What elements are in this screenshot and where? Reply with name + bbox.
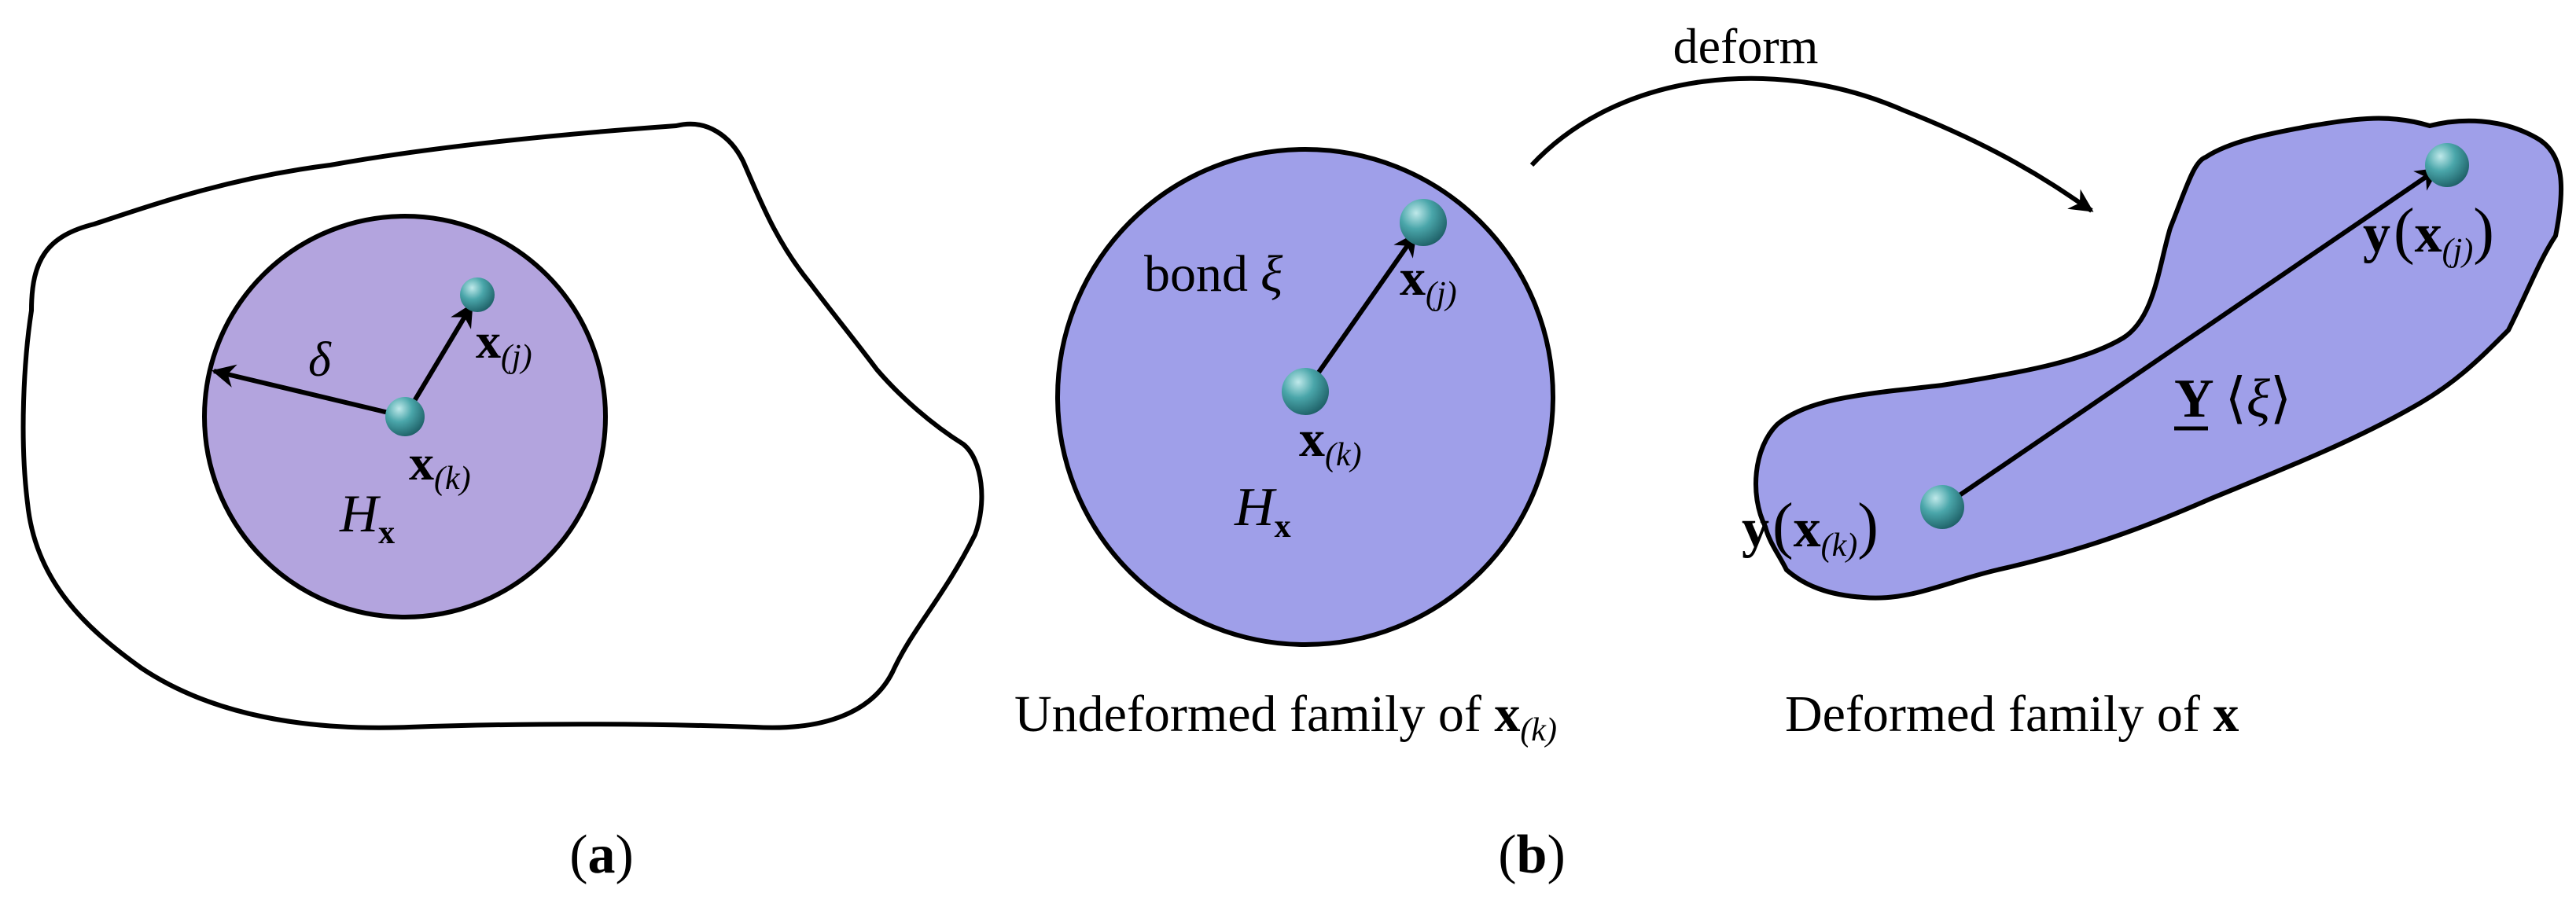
- particle-k-label-a: x(k): [409, 435, 471, 497]
- particle-j-label-b: x(j): [1400, 249, 1457, 312]
- horizon-radius-arrow: [212, 364, 406, 419]
- undeformed-caption: Undeformed family of x(k): [1014, 685, 1557, 748]
- particle-j-b: [1400, 199, 1447, 246]
- particle-k-a: [385, 397, 425, 436]
- bond-arrow-a: [403, 303, 474, 418]
- deformed-particle-k: [1920, 485, 1964, 529]
- bond-arrow-b: [1303, 232, 1418, 393]
- deformed-particle-j: [2425, 143, 2469, 187]
- family-h-label-b: Hx: [1234, 477, 1291, 545]
- deformation-state-label: Y⟨ξ⟩: [2174, 369, 2291, 429]
- caption-a: (a): [569, 825, 634, 885]
- deformed-k-label: y(x(k)): [1742, 491, 1879, 564]
- family-h-label-a: Hx: [339, 483, 395, 551]
- particle-k-label-b: x(k): [1299, 410, 1362, 473]
- body-outline: [20, 121, 984, 730]
- particle-j-a: [460, 277, 495, 312]
- deformed-caption: Deformed family of x: [1785, 685, 2239, 743]
- particle-k-b: [1282, 368, 1329, 415]
- deform-label: deform: [1673, 18, 1819, 74]
- horizon-delta-label: δ: [308, 333, 332, 387]
- particle-j-label-a: x(j): [476, 313, 532, 375]
- caption-b: (b): [1498, 825, 1566, 885]
- panel-a: δ x(j) x(k) Hx (a): [20, 121, 984, 885]
- deform-arrow: [1529, 75, 2094, 213]
- deformed-j-label: y(x(j)): [2363, 197, 2494, 269]
- deformed-bond-arrow: [1941, 167, 2440, 509]
